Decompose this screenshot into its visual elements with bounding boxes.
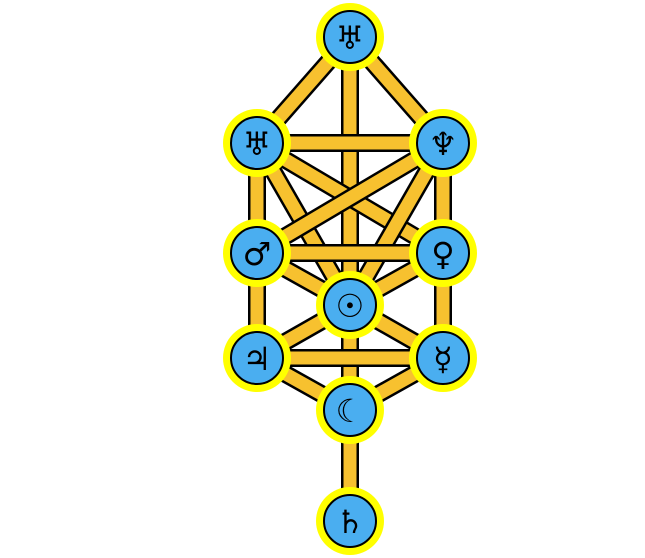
node-disc [416, 331, 470, 385]
node-moon: ☾ [316, 376, 384, 444]
node-jupiter: ♃ [223, 324, 291, 392]
path-neptune-mars [252, 135, 448, 261]
node-mercury: ☿ [409, 324, 477, 392]
node-saturn: ♄ [316, 487, 384, 555]
node-sun: ☉ [316, 271, 384, 339]
node-mars: ♂ [223, 219, 291, 287]
saturn-symbol-icon: ♄ [336, 503, 365, 541]
uranus-symbol-icon: ♅ [336, 19, 365, 57]
uranus-symbol-icon: ♅ [243, 125, 272, 163]
node-uranus-left: ♅ [223, 109, 291, 177]
sun-symbol-icon: ☉ [336, 287, 365, 325]
node-disc [230, 226, 284, 280]
jupiter-symbol-icon: ♃ [243, 340, 272, 378]
node-disc [230, 331, 284, 385]
node-disc [323, 10, 377, 64]
venus-symbol-icon: ♀ [431, 235, 454, 273]
node-disc [416, 226, 470, 280]
nodes-layer: ♅ ♅ ♆ ♂ ♀ ☉ ♃ ☿ ☾ ♄ [223, 3, 477, 555]
node-venus: ♀ [409, 219, 477, 287]
node-uranus-top: ♅ [316, 3, 384, 71]
node-disc [323, 278, 377, 332]
moon-symbol-icon: ☾ [336, 392, 365, 430]
path-band [253, 137, 447, 259]
node-neptune: ♆ [409, 109, 477, 177]
node-disc [323, 383, 377, 437]
neptune-symbol-icon: ♆ [429, 125, 458, 163]
node-disc [323, 494, 377, 548]
node-disc [416, 116, 470, 170]
mars-symbol-icon: ♂ [243, 235, 272, 273]
mercury-symbol-icon: ☿ [433, 340, 453, 378]
node-disc [230, 116, 284, 170]
